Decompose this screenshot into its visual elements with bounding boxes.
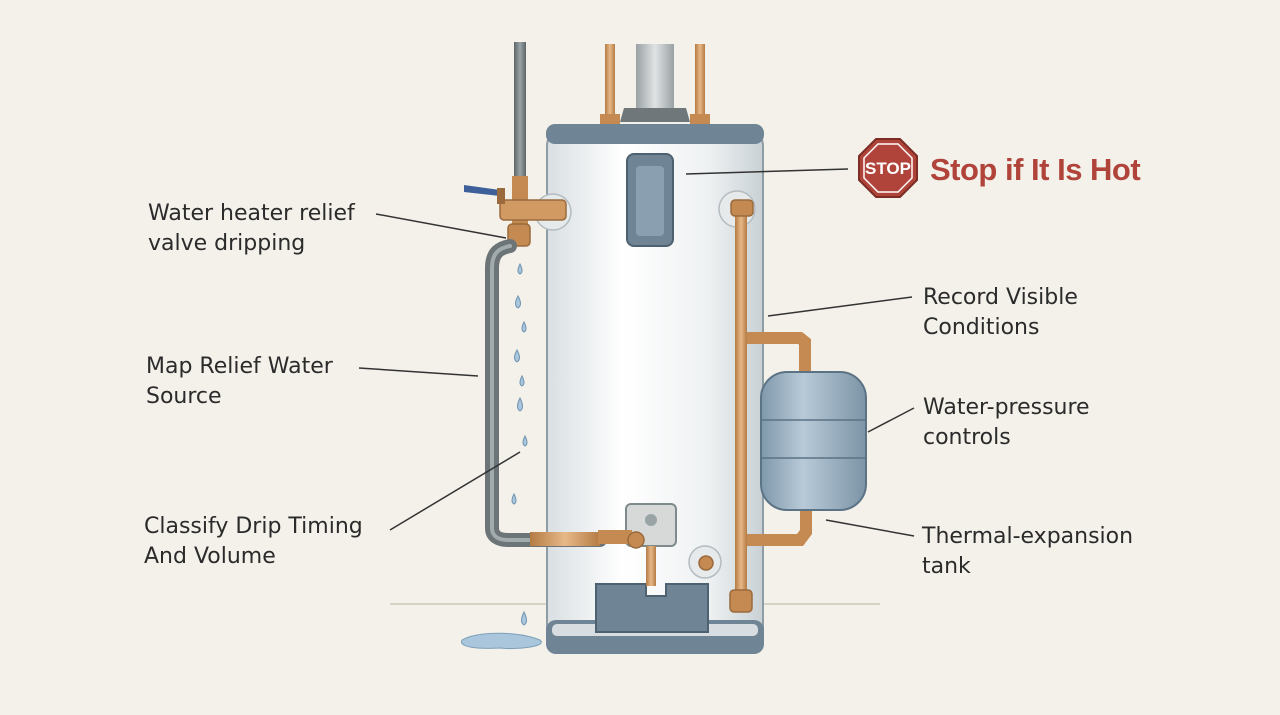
hot-supply-pipe-right bbox=[695, 44, 705, 124]
callout-drip-timing: Classify Drip Timing And Volume bbox=[144, 512, 363, 572]
callout-line: Water heater relief bbox=[148, 201, 355, 226]
stop-sign-text: STOP bbox=[865, 159, 911, 178]
callout-line: Thermal-expansion bbox=[922, 524, 1134, 549]
callout-line: Conditions bbox=[923, 315, 1040, 340]
vent-flue bbox=[636, 44, 674, 108]
tank-lower-connector bbox=[747, 508, 812, 546]
leader-relief bbox=[375, 213, 507, 239]
leader-map bbox=[358, 367, 479, 377]
hot-supply-pipe-left bbox=[605, 44, 615, 124]
relief-valve-lever bbox=[464, 185, 500, 196]
drain-valve bbox=[698, 555, 714, 571]
tank-top-band bbox=[546, 124, 764, 144]
vent-hood bbox=[620, 108, 690, 122]
leader-lines bbox=[358, 168, 915, 537]
stop-sign-icon: STOP bbox=[858, 138, 918, 198]
callout-line: Classify Drip Timing bbox=[144, 514, 363, 539]
tank-upper-connector bbox=[747, 332, 811, 372]
leader-drip bbox=[389, 451, 521, 531]
callout-line: Map Relief Water bbox=[146, 354, 333, 379]
copper-connector bbox=[530, 532, 600, 546]
pipe-fitting bbox=[690, 114, 710, 124]
callout-relief-valve: Water heater relief valve dripping bbox=[148, 199, 355, 259]
callout-expansion-tank: Thermal-expansion tank bbox=[922, 522, 1133, 582]
relief-valve-icon bbox=[464, 176, 567, 247]
expansion-tank-icon bbox=[760, 371, 867, 511]
callout-line: Source bbox=[146, 384, 222, 409]
callout-line: And Volume bbox=[144, 544, 276, 569]
water-drop-icon bbox=[511, 262, 528, 626]
callout-line: Water-pressure bbox=[923, 395, 1090, 420]
callout-line: valve dripping bbox=[148, 231, 306, 256]
callout-line: tank bbox=[922, 554, 971, 579]
gas-valve-icon bbox=[598, 503, 714, 586]
left-cold-pipe bbox=[514, 42, 526, 182]
leader-record bbox=[767, 296, 913, 317]
leader-thermal bbox=[825, 519, 915, 537]
stop-warning-label: Stop if It Is Hot bbox=[930, 152, 1141, 187]
callout-map-source: Map Relief Water Source bbox=[146, 352, 333, 412]
leader-stop bbox=[685, 168, 849, 175]
callout-pressure-controls: Water-pressure controls bbox=[923, 393, 1090, 453]
callout-record-conditions: Record Visible Conditions bbox=[923, 283, 1078, 343]
panel-inset bbox=[636, 166, 664, 236]
copper-riser bbox=[735, 204, 747, 600]
callout-line: controls bbox=[923, 425, 1011, 450]
water-puddle bbox=[461, 632, 542, 649]
lower-access-cover bbox=[595, 583, 709, 633]
leader-pressure bbox=[867, 407, 915, 433]
callout-line: Record Visible bbox=[923, 285, 1078, 310]
pipe-fitting bbox=[600, 114, 620, 124]
